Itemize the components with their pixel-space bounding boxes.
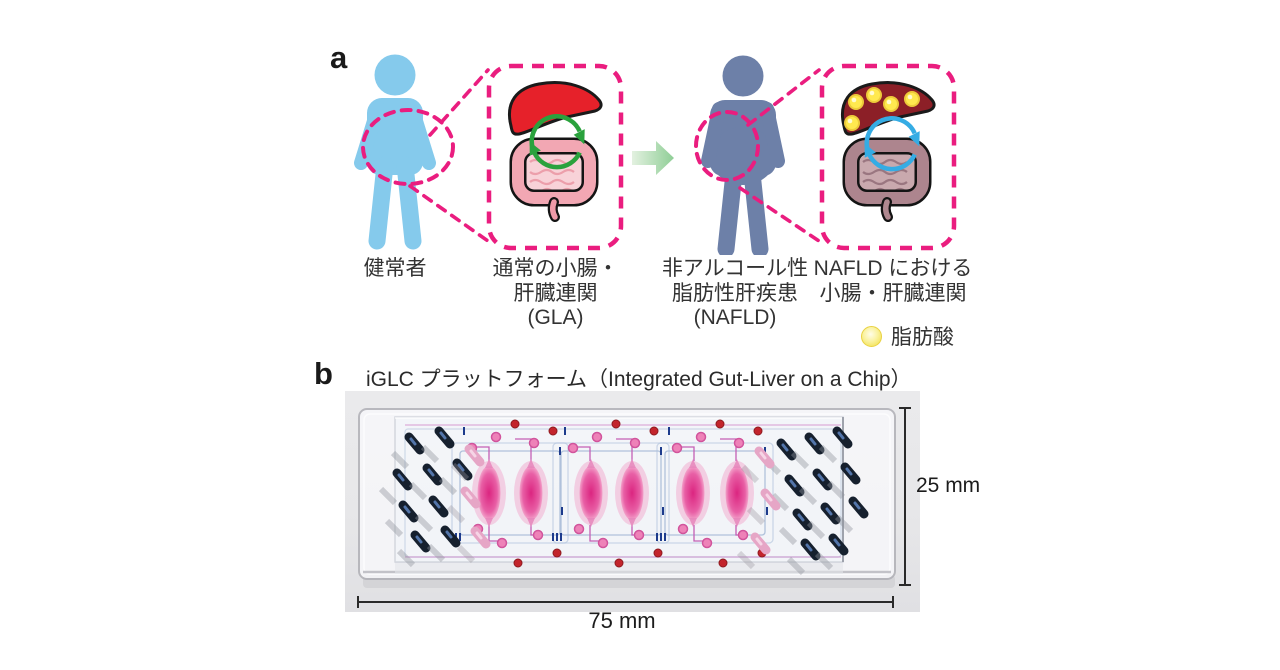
caption-gla: 通常の小腸・ 肝臓連関 (GLA) [473, 257, 638, 331]
leader-line-healthy-bottom [408, 184, 490, 243]
chip-photo-graphic [357, 407, 911, 608]
healthy-person-figure [354, 54, 436, 250]
gla-cycle-arrows [529, 114, 585, 170]
width-dimension-line [357, 596, 894, 608]
chip-width-label: 75 mm [588, 608, 656, 633]
panel-a-label: a [330, 40, 348, 75]
culture-chamber [725, 466, 749, 520]
transition-arrow-icon [632, 141, 674, 175]
culture-chamber [477, 466, 501, 520]
leader-line-nafld-top [746, 68, 821, 127]
nafld-intestine-icon [842, 137, 932, 222]
caption-nafld-axis: NAFLD における 小腸・肝臓連関 [808, 257, 978, 306]
leader-line-healthy-top [428, 68, 490, 137]
zoom-annotation-overlay [361, 68, 821, 243]
fatty-acid-dots [844, 87, 920, 131]
culture-chamber [620, 466, 644, 520]
nafld-cycle-arrows [864, 116, 920, 172]
caption-gla-line3: (GLA) [527, 306, 584, 329]
nafld-inset-box [819, 63, 957, 251]
panel-b-title: iGLC プラットフォーム（Integrated Gut-Liver on a … [366, 368, 912, 391]
chip-photo [345, 391, 920, 612]
leader-line-nafld-bottom [738, 186, 821, 243]
gla-inset-box [486, 63, 624, 251]
nafld-person-figure [701, 55, 785, 255]
panel-b-label: b [314, 356, 333, 391]
culture-chambers [472, 459, 754, 527]
culture-chamber [519, 466, 543, 520]
microchannel-traces [404, 424, 842, 558]
culture-chamber [579, 466, 603, 520]
caption-nafld-person: 非アルコール性 脂肪性肝疾患 (NAFLD) [645, 257, 825, 331]
caption-gla-line1: 通常の小腸・ [492, 257, 619, 280]
caption-nafld-person-line1: 非アルコール性 [661, 257, 809, 280]
fatty-acid-legend-dot-icon [861, 325, 882, 347]
chip-height-label: 25 mm [916, 474, 981, 497]
height-dimension-line [899, 407, 911, 586]
fatty-acid-legend: 脂肪酸 [861, 321, 954, 351]
healthy-liver-icon [508, 81, 603, 136]
caption-gla-line2: 肝臓連関 [513, 281, 598, 305]
belly-highlight-circle-healthy [361, 108, 455, 186]
caption-nafld-axis-line2: 小腸・肝臓連関 [819, 281, 967, 305]
fatty-acid-legend-label: 脂肪酸 [891, 326, 954, 349]
caption-nafld-person-line3: (NAFLD) [693, 306, 777, 329]
caption-healthy-person-line: 健常者 [363, 257, 427, 280]
caption-healthy-person: 健常者 [330, 257, 460, 282]
caption-nafld-person-line2: 脂肪性肝疾患 [672, 281, 798, 305]
nafld-person-limbs [701, 102, 785, 255]
belly-highlight-circle-nafld [694, 110, 760, 182]
culture-chamber [681, 466, 705, 520]
caption-nafld-axis-line1: NAFLD における [813, 257, 973, 280]
